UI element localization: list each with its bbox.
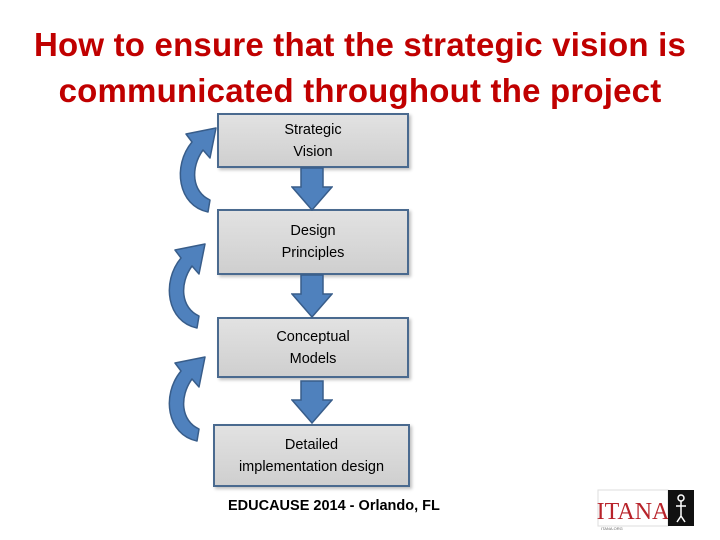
step-label-line-2: Models [289, 350, 337, 367]
slide-title-line-2: communicated throughout the project [58, 72, 662, 109]
itana-logo: ITANA ITANA.ORG [597, 489, 694, 531]
footer-text: EDUCAUSE 2014 - Orlando, FL [228, 498, 440, 514]
step-design-principles: Design Principles [217, 209, 409, 275]
step-strategic-vision: Strategic Vision [217, 113, 409, 168]
curved-arrow-icon [168, 356, 206, 442]
down-arrow-icon [291, 380, 333, 424]
curved-arrow-icon [179, 127, 217, 213]
slide-title-line-1: How to ensure that the strategic vision … [33, 26, 687, 63]
step-label-line-1: Strategic [284, 121, 342, 138]
step-label-line-1: Detailed [284, 436, 339, 453]
svg-text:ITANA.ORG: ITANA.ORG [601, 526, 623, 531]
step-label-line-1: Conceptual [276, 328, 350, 345]
step-detailed-implementation-design: Detailed implementation design [213, 424, 410, 487]
curved-arrow-icon [168, 243, 206, 329]
step-label-line-2: Principles [281, 245, 345, 261]
down-arrow-icon [291, 167, 333, 211]
svg-text:ITANA: ITANA [597, 499, 670, 525]
step-label-line-2: Vision [293, 143, 333, 160]
down-arrow-icon [291, 274, 333, 318]
step-label-line-2: implementation design [238, 458, 385, 475]
step-conceptual-models: Conceptual Models [217, 317, 409, 378]
step-label-line-1: Design [290, 223, 336, 239]
slide-title: How to ensure that the strategic vision … [0, 22, 720, 114]
